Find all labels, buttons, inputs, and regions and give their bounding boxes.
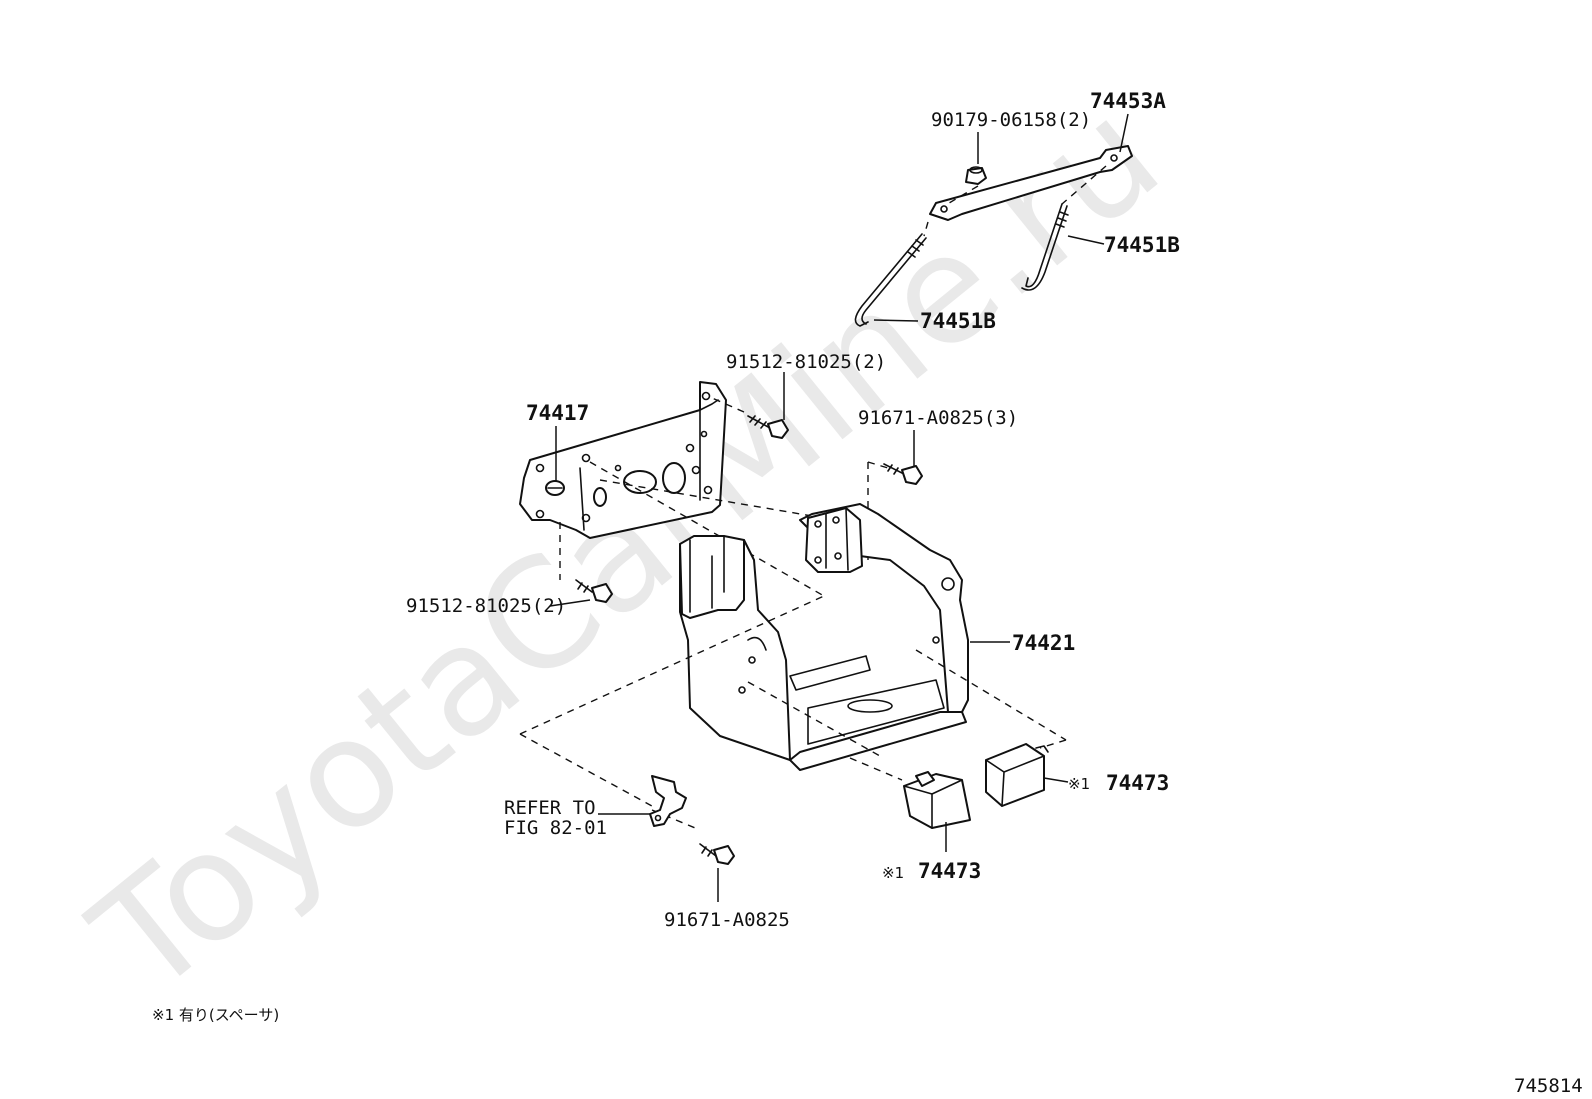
- hold-down-nut[interactable]: [965, 166, 987, 185]
- label-spacer-front: 74473: [918, 859, 981, 883]
- assembly-line: [943, 185, 979, 207]
- label-rod-right: 74451B: [1104, 233, 1180, 257]
- battery-tray[interactable]: [679, 503, 969, 771]
- figure-id: 745814: [1514, 1075, 1583, 1097]
- hold-down-strap[interactable]: [929, 145, 1133, 221]
- assembly-line: [923, 221, 929, 237]
- watermark: ToyotaCarMine.ru: [62, 68, 1191, 1029]
- spacer-front[interactable]: [903, 771, 971, 829]
- bolt-top[interactable]: [747, 415, 789, 439]
- spacer-right[interactable]: [985, 743, 1049, 807]
- label-bolt-bottom: 91671-A0825: [664, 909, 790, 931]
- mark-spacer-right: ※1: [1068, 775, 1090, 793]
- footnote: ※1 有り(スペーサ): [152, 1006, 279, 1024]
- label-tray: 74421: [1012, 631, 1075, 655]
- bolt-right[interactable]: [883, 463, 923, 485]
- label-bolt-left: 91512-81025(2): [406, 595, 566, 617]
- hold-down-rod-left[interactable]: [854, 233, 927, 327]
- label-nut: 90179-06158(2): [931, 109, 1091, 131]
- label-bolt-right: 91671-A0825(3): [858, 407, 1018, 429]
- hold-down-rod-right[interactable]: [1021, 203, 1069, 291]
- refer-bracket[interactable]: [649, 775, 687, 827]
- assembly-line: [1061, 165, 1107, 205]
- label-bolt-top: 91512-81025(2): [726, 351, 886, 373]
- battery-bracket[interactable]: [519, 381, 727, 539]
- label-refer-line2: FIG 82-01: [504, 817, 607, 839]
- label-bracket: 74417: [526, 401, 589, 425]
- bolt-bottom[interactable]: [699, 843, 735, 865]
- mark-spacer-front: ※1: [882, 864, 904, 882]
- label-strap: 74453A: [1090, 89, 1166, 113]
- label-spacer-right: 74473: [1106, 771, 1169, 795]
- bolt-left[interactable]: [575, 579, 613, 603]
- label-refer-line1: REFER TO: [504, 797, 596, 819]
- label-rod-left: 74451B: [920, 309, 996, 333]
